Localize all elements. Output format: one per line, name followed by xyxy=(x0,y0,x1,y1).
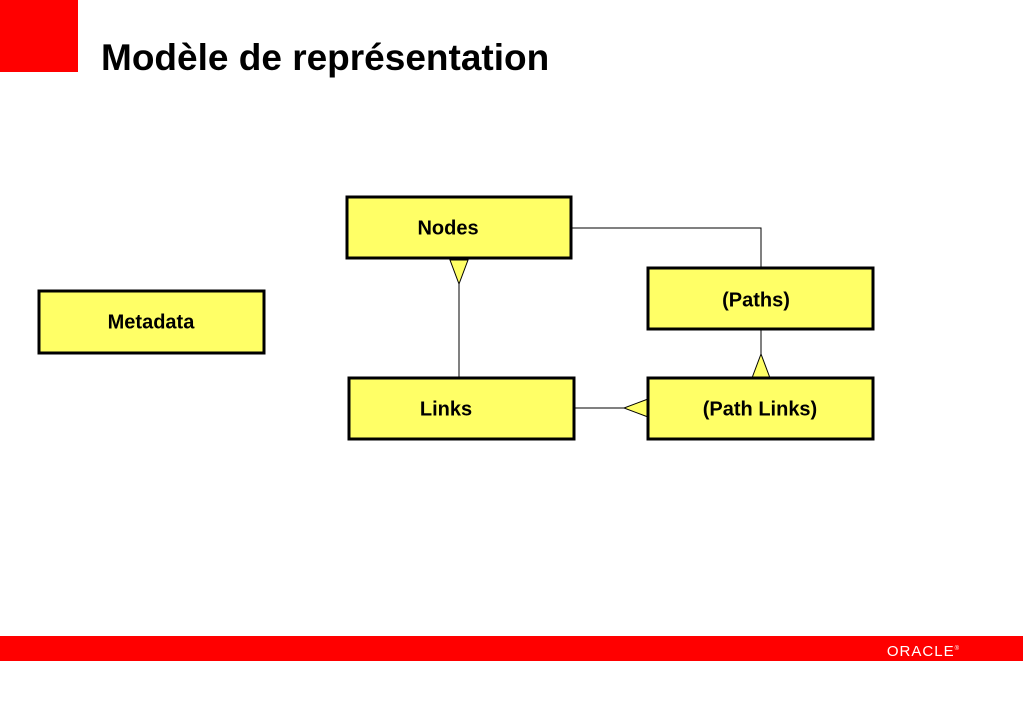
entity-metadata: Metadata xyxy=(37,289,266,355)
nodes-links-crowfoot-marker xyxy=(449,259,469,286)
entity-path-links-label: (Path Links) xyxy=(703,398,817,420)
entity-paths-label: (Paths) xyxy=(722,289,790,311)
entity-path-links: (Path Links) xyxy=(646,376,875,441)
entity-links-label: Links xyxy=(420,398,472,420)
slide-title: Modèle de représentation xyxy=(101,37,550,78)
entity-links: Links xyxy=(347,376,576,441)
entity-metadata-label: Metadata xyxy=(108,311,196,333)
entity-paths: (Paths) xyxy=(646,266,875,331)
entity-nodes: Nodes xyxy=(345,195,573,260)
paths-pathlinks-crowfoot-marker xyxy=(751,352,771,379)
oracle-logo-text: ORACLE xyxy=(886,643,955,660)
footer-bar xyxy=(0,636,1023,661)
registered-mark: ® xyxy=(954,646,959,652)
entity-nodes-label: Nodes xyxy=(417,217,478,239)
oracle-logo: ORACLE® xyxy=(887,640,959,661)
nodes-paths-connector xyxy=(571,227,762,268)
links-pathlinks-crowfoot-marker xyxy=(622,398,649,418)
corner-accent-block xyxy=(0,0,78,72)
